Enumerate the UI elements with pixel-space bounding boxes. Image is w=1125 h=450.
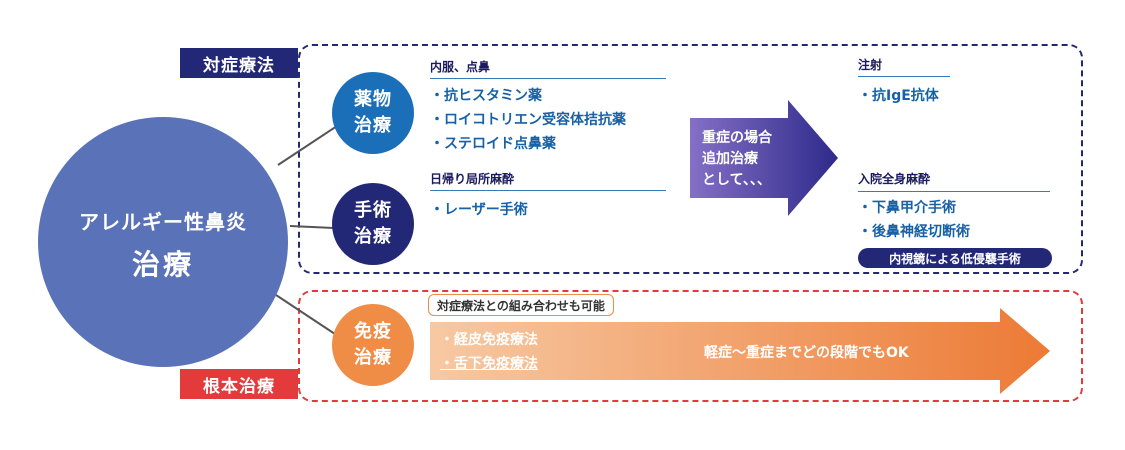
immuno-list: 経皮免疫療法 舌下免疫療法 [440, 328, 538, 376]
hospital-list: 下鼻甲介手術 後鼻神経切断術 [858, 196, 970, 244]
severe-case-text: 重症の場合 追加治療 として、、、 [702, 128, 772, 191]
drug-therapy-circle: 薬物 治療 [332, 72, 414, 154]
drug-circle-line2: 治療 [354, 115, 392, 136]
injection-list: 抗IgE抗体 [858, 84, 939, 108]
list-item: 後鼻神経切断術 [858, 220, 970, 244]
surgery-heading: 日帰り局所麻酔 [430, 172, 515, 186]
immuno-circle-line1: 免疫 [354, 321, 392, 342]
surgery-heading-rule [430, 190, 666, 191]
severe-line2: 追加治療 [702, 151, 758, 167]
symptomatic-box [298, 44, 1083, 274]
list-item: 抗IgE抗体 [858, 84, 939, 108]
list-item: 舌下免疫療法 [440, 352, 538, 376]
immunotherapy-circle: 免疫 治療 [332, 304, 414, 386]
main-circle-title: アレルギー性鼻炎 [79, 209, 247, 234]
list-item: ロイコトリエン受容体拮抗薬 [430, 108, 626, 132]
hospital-heading: 入院全身麻酔 [858, 172, 931, 186]
immuno-callout: 対症療法との組み合わせも可能 [428, 294, 614, 316]
drug-list: 抗ヒスタミン薬 ロイコトリエン受容体拮抗薬 ステロイド点鼻薬 [430, 84, 626, 156]
injection-heading: 注射 [858, 58, 883, 72]
drug-heading: 内服、点鼻 [430, 60, 491, 74]
list-item: 抗ヒスタミン薬 [430, 84, 626, 108]
severe-line1: 重症の場合 [702, 130, 772, 146]
tag-curative: 根本治療 [180, 369, 298, 399]
immuno-circle-line2: 治療 [354, 347, 392, 368]
surgery-circle-line2: 治療 [354, 226, 392, 247]
list-item: ステロイド点鼻薬 [430, 132, 626, 156]
list-item: 下鼻甲介手術 [858, 196, 970, 220]
injection-heading-rule [858, 76, 950, 77]
immuno-arrow-text: 軽症〜重症までどの段階でもOK [704, 345, 909, 361]
curative-box [298, 290, 1083, 402]
surgery-circle: 手術 治療 [332, 183, 414, 265]
drug-circle-line1: 薬物 [354, 89, 392, 110]
immunotherapy-arrow [430, 308, 1050, 394]
surgery-circle-line1: 手術 [354, 200, 392, 221]
list-item: レーザー手術 [430, 198, 528, 222]
main-circle-subtitle: 治療 [131, 247, 194, 281]
drug-heading-rule [430, 78, 666, 79]
list-item: 経皮免疫療法 [440, 328, 538, 352]
main-treatment-circle: アレルギー性鼻炎 治療 [38, 117, 288, 367]
surgery-list: レーザー手術 [430, 198, 528, 222]
minimally-invasive-badge: 内視鏡による低侵襲手術 [858, 248, 1052, 268]
severe-line3: として、、、 [702, 172, 771, 188]
tag-symptomatic: 対症療法 [180, 48, 298, 78]
severe-case-arrow [690, 100, 838, 216]
hospital-heading-rule [858, 191, 1050, 192]
